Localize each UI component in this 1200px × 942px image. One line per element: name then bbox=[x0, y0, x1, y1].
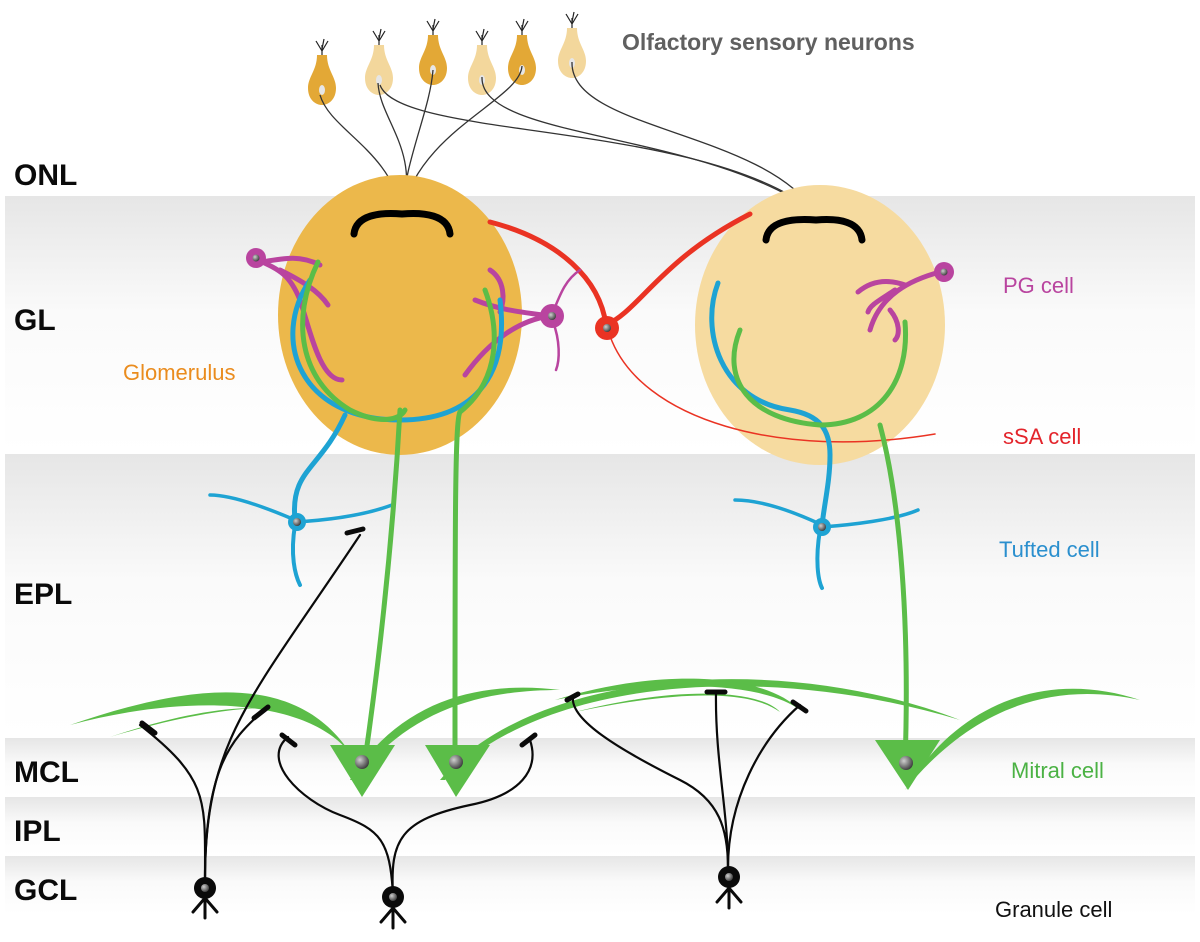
granule-cell-3 bbox=[564, 689, 809, 910]
label-tufted-cell: Tufted cell bbox=[999, 537, 1100, 562]
glomerulus-left bbox=[278, 175, 522, 455]
olfactory-sensory-neuron bbox=[508, 18, 536, 85]
label-mitral-cell: Mitral cell bbox=[1011, 758, 1104, 783]
label-granule-cell: Granule cell bbox=[995, 897, 1112, 922]
olfactory-sensory-neuron bbox=[365, 28, 393, 95]
granule-cell-1 bbox=[138, 526, 366, 920]
pg-cell-right bbox=[462, 267, 582, 378]
mitral-cell-1 bbox=[330, 745, 395, 797]
mitral-cell-2 bbox=[425, 745, 490, 797]
mitral-secondary-dendrites bbox=[70, 678, 1140, 790]
layer-label-mcl: MCL bbox=[14, 756, 79, 789]
osn-axon bbox=[571, 61, 816, 213]
label-ssa-cell: sSA cell bbox=[1003, 424, 1081, 449]
glomerulus-right bbox=[695, 185, 945, 465]
band-mcl bbox=[5, 738, 1195, 796]
axon-terminal-left bbox=[350, 210, 454, 238]
layer-label-ipl: IPL bbox=[14, 815, 61, 848]
layer-label-gl: GL bbox=[14, 304, 56, 337]
pg-cell-far-right bbox=[855, 262, 954, 343]
osn-axon bbox=[481, 76, 816, 213]
olfactory-sensory-neurons bbox=[308, 11, 586, 105]
tufted-cell-right bbox=[709, 280, 920, 590]
granule-cell-2 bbox=[277, 732, 538, 930]
title-olfactory-sensory-neurons: Olfactory sensory neurons bbox=[622, 29, 915, 55]
layer-label-onl: ONL bbox=[14, 159, 77, 192]
layer-label-epl: EPL bbox=[14, 578, 72, 611]
olfactory-sensory-neuron bbox=[468, 28, 496, 95]
label-pg-cell: PG cell bbox=[1003, 273, 1074, 298]
ssa-cell bbox=[487, 211, 936, 443]
band-ipl bbox=[5, 797, 1195, 855]
axon-terminal-right bbox=[762, 216, 866, 244]
mitral-apical-dendrites bbox=[300, 259, 909, 768]
layer-label-gcl: GCL bbox=[14, 874, 77, 907]
mitral-cell-3 bbox=[875, 740, 940, 790]
osn-axon bbox=[379, 84, 816, 213]
label-glomerulus: Glomerulus bbox=[123, 360, 235, 385]
layer-labels: ONL GL EPL MCL IPL GCL bbox=[14, 159, 79, 907]
olfactory-sensory-neuron bbox=[308, 38, 336, 105]
